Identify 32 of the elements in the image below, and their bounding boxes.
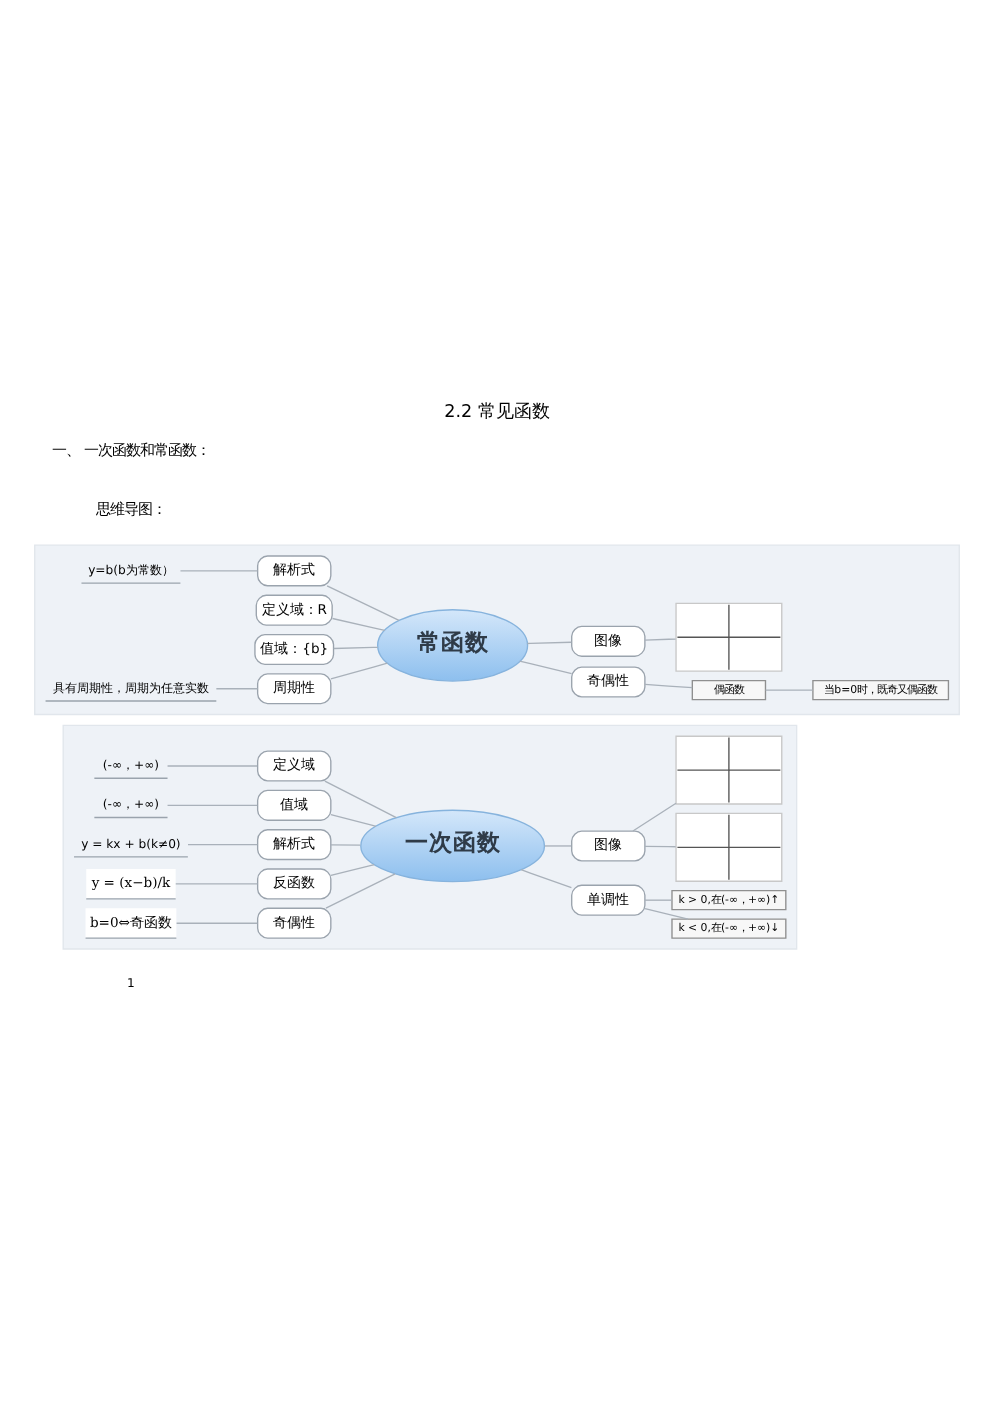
cluster	[33, 543, 959, 715]
connector	[525, 640, 572, 644]
connector	[165, 764, 257, 766]
connector	[631, 801, 676, 831]
connector	[519, 868, 572, 888]
connector	[174, 882, 258, 884]
connector	[332, 645, 378, 649]
connector	[325, 584, 399, 621]
connector	[186, 842, 258, 845]
connector	[543, 844, 571, 846]
connector	[643, 682, 692, 688]
connector	[324, 872, 395, 908]
connector	[174, 921, 258, 923]
connector	[165, 803, 257, 805]
node-ellipse: 一次函数	[359, 808, 545, 882]
connector	[323, 779, 396, 818]
cluster	[61, 723, 797, 949]
connector	[643, 907, 688, 919]
connector	[329, 661, 387, 679]
connector	[643, 844, 676, 847]
connector	[643, 637, 676, 640]
diagram-title: 2.2 常见函数	[443, 401, 549, 422]
connector	[330, 616, 385, 631]
connector	[214, 687, 258, 689]
connector	[329, 843, 360, 845]
connector	[329, 812, 376, 826]
connector	[329, 863, 374, 875]
connector	[643, 898, 672, 900]
connector	[518, 659, 572, 674]
connector	[763, 688, 813, 690]
connector	[178, 569, 258, 571]
node-ellipse: 常函数	[376, 608, 528, 681]
